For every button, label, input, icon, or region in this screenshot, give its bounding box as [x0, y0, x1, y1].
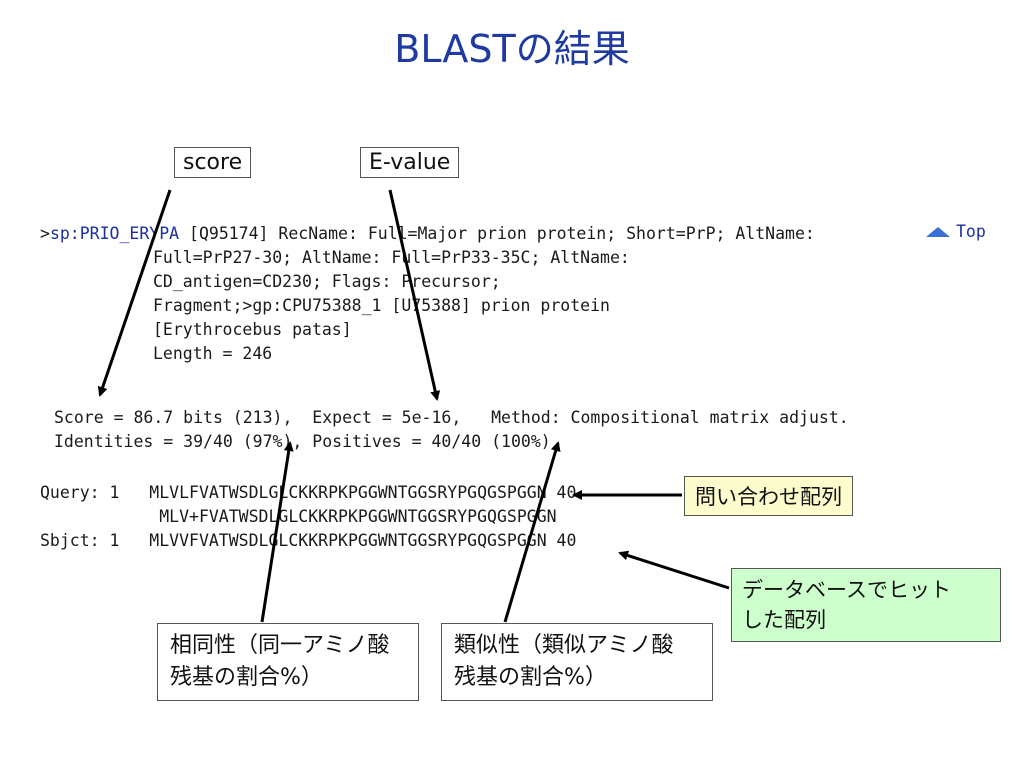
hit-description: [Q95174] RecName: Full=Major prion prote…: [179, 224, 815, 243]
similarity-callout-line2: 残基の割合%）: [454, 665, 607, 690]
score-arrow: [97, 189, 172, 397]
identity-callout: 相同性（同一アミノ酸 残基の割合%）: [157, 623, 419, 701]
score-line: Score = 86.7 bits (213), Expect = 5e-16,…: [54, 408, 849, 427]
hit-header-line5: [Erythrocebus patas]: [153, 320, 352, 339]
identity-callout-line2: 残基の割合%）: [170, 665, 323, 690]
hit-length: Length = 246: [153, 344, 273, 363]
hit-header-line2: Full=PrP27-30; AltName: Full=PrP33-35C; …: [153, 248, 630, 267]
evalue-callout: E-value: [360, 147, 460, 178]
query-sequence-line: Query: 1 MLVLFVATWSDLGLCKKRPKPGGWNTGGSRY…: [40, 483, 577, 502]
similarity-callout-line1: 類似性（類似アミノ酸: [454, 633, 674, 658]
top-link[interactable]: Top: [926, 222, 986, 241]
db-hit-arrow: [618, 550, 730, 590]
similarity-callout: 類似性（類似アミノ酸 残基の割合%）: [441, 623, 713, 701]
identity-arrow: [260, 441, 294, 623]
db-hit-callout-line1: データベースでヒット: [742, 578, 951, 602]
identities-line: Identities = 39/40 (97%), Positives = 40…: [54, 432, 551, 451]
db-hit-callout: データベースでヒット した配列: [731, 568, 1001, 642]
hit-id-link[interactable]: sp:PRIO_ERYPA: [49, 224, 180, 243]
query-sequence-callout: 問い合わせ配列: [684, 476, 853, 516]
top-label: Top: [956, 222, 986, 241]
hit-header-line4: Fragment;>gp:CPU75388_1 [U75388] prion p…: [153, 296, 610, 315]
db-hit-callout-line2: した配列: [742, 608, 826, 632]
subject-sequence-line: Sbjct: 1 MLVVFVATWSDLGLCKKRPKPGGWNTGGSRY…: [40, 531, 577, 550]
up-triangle-icon: [926, 226, 950, 237]
evalue-arrow: [388, 189, 441, 401]
slide-title: BLASTの結果: [394, 27, 630, 71]
score-callout: score: [174, 147, 252, 178]
identity-callout-line1: 相同性（同一アミノ酸: [170, 633, 390, 658]
hit-header-line1: >sp:PRIO_ERYPA [Q95174] RecName: Full=Ma…: [40, 224, 815, 243]
similarity-arrow: [503, 441, 561, 623]
match-line: MLV+FVATWSDLGLCKKRPKPGGWNTGGSRYPGQGSPGGN: [40, 507, 557, 526]
hit-header-line3: CD_antigen=CD230; Flags: Precursor;: [153, 272, 501, 291]
